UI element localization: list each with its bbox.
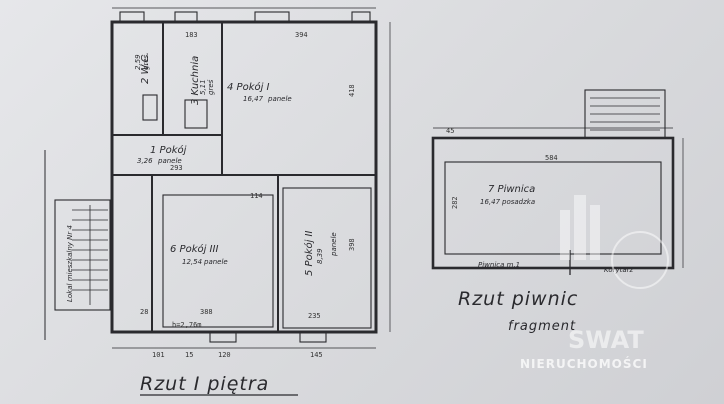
dim-114: 114 [250, 192, 263, 200]
cellar-room-finish: posadzka [501, 198, 535, 206]
room2-name: 2 W.C. [140, 52, 151, 84]
room1-name: 1 Pokój [150, 144, 187, 156]
dim-282: 282 [451, 196, 459, 209]
room6-name: 6 Pokój III [170, 243, 218, 255]
window-6 [299, 331, 327, 343]
room5-outline [282, 187, 372, 329]
watermark-logo-icon [560, 195, 669, 289]
wc-fixture [142, 94, 158, 121]
watermark-title: SWAT [568, 326, 644, 354]
room4-area: 16,47 [243, 95, 264, 103]
window-3 [254, 11, 290, 23]
room4-finish: panele [267, 95, 292, 103]
dim-235: 235 [308, 312, 321, 320]
dim-398: 398 [348, 238, 356, 251]
dim-145: 145 [310, 351, 323, 359]
cellar-outline [444, 161, 662, 255]
room6-area: 12,54 [182, 258, 202, 266]
room5-area: 8,39 [316, 248, 324, 264]
room3-finish: greś [207, 79, 215, 95]
dim-101: 101 [152, 351, 165, 359]
room5-name: 5 Pokój II [303, 230, 315, 276]
stair-label: Lokal mieszkalny Nr 4 [66, 225, 74, 302]
stair-outline [54, 199, 111, 311]
dim-418: 418 [348, 84, 356, 97]
dim-584: 584 [545, 154, 558, 162]
dim-388: 388 [200, 308, 213, 316]
left-outer-wall [110, 20, 378, 334]
cellar-label: Piwnica m.1 [478, 261, 520, 269]
room6-finish: panele [203, 258, 228, 266]
dim-293: 293 [170, 164, 183, 172]
room3-name: 3 Kuchnia [190, 56, 201, 105]
room6-outline [162, 194, 274, 328]
right-plan-subtitle: fragment [508, 319, 576, 334]
dim-183: 183 [185, 31, 198, 39]
watermark-subtitle: NIERUCHOMOŚCI [520, 356, 648, 371]
right-plan-title: Rzut piwnic [458, 288, 578, 310]
dim-45: 45 [446, 127, 454, 135]
left-plan-title: Rzut I piętra [140, 373, 269, 395]
kitchen-fixture [184, 99, 208, 129]
cellar-room-name: 7 Piwnica [488, 184, 535, 195]
cellar-stair-steps [590, 97, 660, 131]
room1-finish: panele [157, 157, 182, 165]
cellar-stair-outline [584, 89, 666, 139]
room2-area: 2,59 [134, 54, 142, 70]
window-2 [174, 11, 198, 23]
stair-steps [72, 205, 108, 305]
room5-finish: panele [330, 232, 338, 257]
window-1 [119, 11, 145, 23]
dim-28: 28 [140, 308, 148, 316]
dim-394: 394 [295, 31, 308, 39]
room3-area: 5,11 [199, 79, 207, 95]
height-label: h=2,76m [172, 321, 202, 329]
room2-finish: greś [142, 54, 150, 70]
cellar-room-area: 16,47 [480, 198, 501, 206]
window-4 [351, 11, 371, 23]
dim-15: 15 [185, 351, 193, 359]
room1-area: 3,26 [137, 157, 153, 165]
room4-name: 4 Pokój I [227, 81, 270, 93]
dim-120: 120 [218, 351, 231, 359]
corridor-label: Korytarz [604, 266, 634, 274]
window-5 [209, 331, 237, 343]
